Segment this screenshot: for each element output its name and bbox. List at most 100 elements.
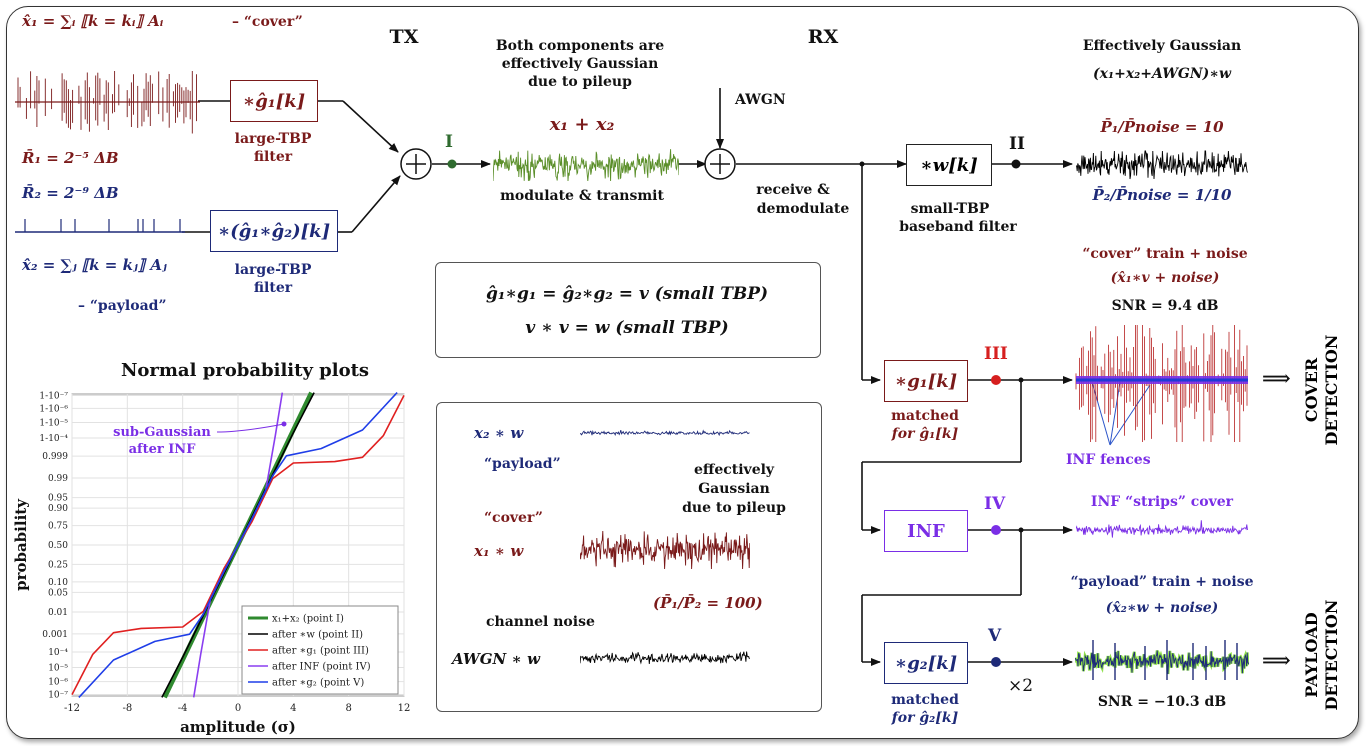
y-tick-label: 0.75 — [48, 522, 68, 532]
awgn-label: AWGN — [735, 92, 786, 108]
transmit-noise-trace — [493, 149, 679, 182]
y-tick-label: 0.90 — [48, 504, 68, 514]
transmit-noise-path — [493, 149, 679, 182]
power-ratio: (P̄₁/P̄₂ = 100) — [653, 594, 763, 612]
channel-noise-label: channel noise — [486, 614, 595, 630]
filter-w: ∗w[k] — [906, 144, 992, 186]
filter-g2: ∗g₂[k] — [884, 642, 968, 684]
y-tick-label: 10⁻⁶ — [48, 678, 68, 688]
snr-payload: SNR = −10.3 dB — [1097, 694, 1227, 710]
x-tick-label: -4 — [178, 703, 188, 714]
eff-caption-a: effectively — [693, 462, 775, 478]
payload-detection-b: DETECTION — [1322, 599, 1341, 711]
baseband-noise-trace — [1076, 150, 1248, 180]
payload-noise-path — [1075, 650, 1249, 675]
gauss-line3: due to pileup — [528, 74, 632, 90]
rate1-label: R̄₁ = 2⁻⁵ ΔB — [22, 149, 119, 167]
y-tick-label: 0.95 — [48, 494, 68, 504]
receive-label-b: demodulate — [756, 201, 850, 217]
inf-fences-label: INF fences — [1066, 452, 1151, 468]
sum-text: x₁ + x₂ — [549, 114, 615, 135]
awgn-noise-path — [580, 651, 750, 665]
payload-detection-arrow: ⟹ — [1262, 648, 1291, 672]
point-ii-label: II — [1009, 134, 1025, 154]
inf-box: INF — [884, 510, 968, 552]
y-tick-label: 0.10 — [48, 578, 68, 588]
y-tick-label: 10⁻⁴ — [48, 648, 68, 658]
y-tick-label: 0.01 — [48, 608, 68, 618]
payload-output-trace — [1075, 640, 1249, 680]
chart-annotation-line2: after INF — [129, 442, 197, 457]
inf-noise-path — [1076, 520, 1248, 538]
snr-cover: SNR = 9.4 dB — [1111, 298, 1219, 314]
filter2-caption-a: large-TBP — [234, 262, 312, 278]
y-tick-label: 1-10⁻⁷ — [39, 391, 68, 401]
w-caption-b: baseband filter — [899, 219, 1017, 235]
w-caption-a: small-TBP — [910, 201, 990, 217]
x-tick-label: 12 — [398, 703, 411, 714]
x1w-trace — [580, 530, 750, 570]
x2w-noise-path — [580, 429, 750, 437]
x-axis-label: amplitude (σ) — [180, 718, 296, 736]
y-tick-label: 0.999 — [42, 452, 68, 462]
filter-g1-hat: ∗ĝ₁[k] — [230, 80, 318, 122]
payload-equation: x̂₂ = ∑ⱼ ⟦k = kⱼ⟧ Aⱼ — [22, 256, 167, 274]
x-tick-label: 0 — [235, 703, 241, 714]
modulate-label: modulate & transmit — [500, 188, 664, 204]
cover-expr: (x̂₁∗v + noise) — [1110, 270, 1220, 286]
legend-label: after ∗g₂ (point V) — [272, 678, 364, 689]
sum-x1-x2: x₁ + x₂ — [550, 114, 615, 136]
filter-g1g2-hat: ∗(ĝ₁∗ĝ₂)[k] — [210, 210, 338, 252]
legend-label: after INF (point IV) — [272, 662, 371, 673]
p1-ratio: P̄₁/P̄noise = 10 — [1100, 118, 1224, 136]
y-tick-label: 1-10⁻⁶ — [39, 404, 68, 414]
x-tick-label: -12 — [64, 703, 80, 714]
identity-line1: ĝ₁∗g₁ = ĝ₂∗g₂ = v (small TBP) — [485, 284, 769, 304]
chart-title: Normal probability plots — [120, 360, 370, 381]
y-tick-label: 1-10⁻⁵ — [39, 418, 68, 428]
cover-spike-train — [15, 71, 200, 134]
annotation-dot — [281, 421, 287, 427]
y-tick-label: 0.50 — [48, 541, 68, 551]
matched-g2-a: matched — [891, 692, 959, 708]
p2-ratio: P̄₂/P̄noise = 1/10 — [1092, 186, 1232, 204]
x-tick-label: 4 — [290, 703, 296, 714]
cover-train-label: “cover” train + noise — [1082, 246, 1248, 262]
filter-g1: ∗g₁[k] — [884, 360, 968, 402]
times-two-label: ×2 — [1008, 676, 1034, 696]
awgn-w-trace — [580, 651, 750, 665]
rx-header: RX — [807, 26, 839, 48]
eff-gauss-expr: (x₁+x₂+AWGN)∗w — [1092, 66, 1232, 82]
cover-detection-arrow: ⟹ — [1262, 366, 1291, 390]
rate2-label: R̄₂ = 2⁻⁹ ΔB — [22, 184, 119, 202]
point-i-label: I — [445, 132, 453, 152]
matched-g1-b: for ĝ₁[k] — [891, 426, 959, 442]
x1w-label: x₁ ∗ w — [474, 542, 524, 560]
inf-output-trace — [1076, 520, 1248, 538]
point-iii-label: III — [984, 344, 1008, 364]
y-tick-label: 10⁻⁵ — [48, 664, 68, 674]
x2w-label: x₂ ∗ w — [474, 424, 524, 442]
payload-train-label: “payload” train + noise — [1070, 574, 1254, 590]
point-v-label: V — [988, 626, 1002, 646]
legend-label: after ∗g₁ (point III) — [272, 646, 369, 657]
payload-spike-train — [15, 219, 185, 233]
y-tick-label: 10⁻⁷ — [48, 691, 68, 701]
x2w-trace — [580, 429, 750, 437]
cover-equation: x̂₁ = ∑ᵢ ⟦k = kᵢ⟧ Aᵢ — [22, 12, 164, 30]
receive-label-a: receive & — [756, 182, 830, 198]
eff-gauss-title: Effectively Gaussian — [1082, 38, 1242, 54]
identity-line2: v ∗ v = w (small TBP) — [525, 318, 729, 338]
filter1-caption-b: filter — [253, 149, 293, 165]
y-tick-label: 0.25 — [48, 560, 68, 570]
y-axis-label: probability — [12, 498, 30, 591]
y-tick-label: 1-10⁻⁴ — [39, 434, 68, 444]
y-tick-label: 0.99 — [48, 474, 68, 484]
payload-detection-a: PAYLOAD — [1302, 612, 1321, 698]
cover-detection-b: DETECTION — [1322, 334, 1341, 446]
identity-box — [435, 262, 821, 358]
cover-output-trace — [1075, 325, 1248, 442]
